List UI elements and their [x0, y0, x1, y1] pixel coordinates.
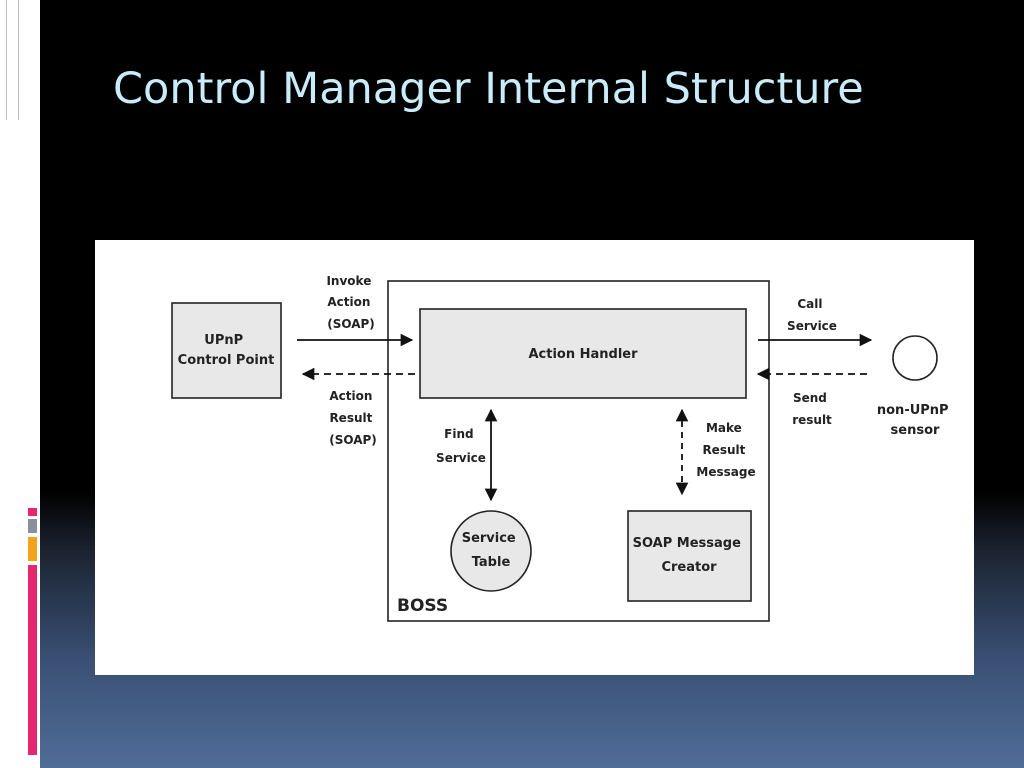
diagram-panel: BOSS UPnP Control Point Action Handler n…	[95, 240, 974, 675]
accent-block-magenta	[28, 508, 37, 516]
action-handler-label: Action Handler	[528, 347, 638, 362]
service-table-circle	[450, 510, 532, 592]
decorative-line	[6, 0, 7, 120]
boss-label: BOSS	[397, 596, 448, 616]
soap-creator-box	[627, 510, 752, 602]
diagram-svg: BOSS UPnP Control Point Action Handler n…	[171, 274, 953, 622]
accent-bar-magenta	[28, 565, 37, 755]
call-service-label: Call Service	[787, 297, 837, 333]
sensor-label: non-UPnP sensor	[877, 403, 953, 438]
invoke-action-label: Invoke Action (SOAP)	[326, 274, 375, 331]
action-result-label: Action Result (SOAP)	[329, 389, 377, 447]
control-point-label: UPnP Control Point	[178, 333, 275, 368]
action-handler-box	[419, 308, 747, 399]
boss-container	[387, 280, 770, 622]
service-table-label: Service Table	[462, 531, 521, 570]
send-result-label: Send result	[792, 391, 832, 427]
accent-block-orange	[28, 537, 37, 561]
make-result-message-label: Make Result Message	[696, 421, 755, 479]
decorative-line	[18, 0, 19, 120]
find-service-label: Find Service	[436, 427, 486, 465]
slide-title: Control Manager Internal Structure	[113, 64, 864, 114]
control-point-box	[171, 302, 282, 399]
accent-block-gray	[28, 519, 37, 533]
sensor-circle	[892, 335, 938, 381]
soap-creator-label: SOAP Message Creator	[633, 536, 746, 575]
